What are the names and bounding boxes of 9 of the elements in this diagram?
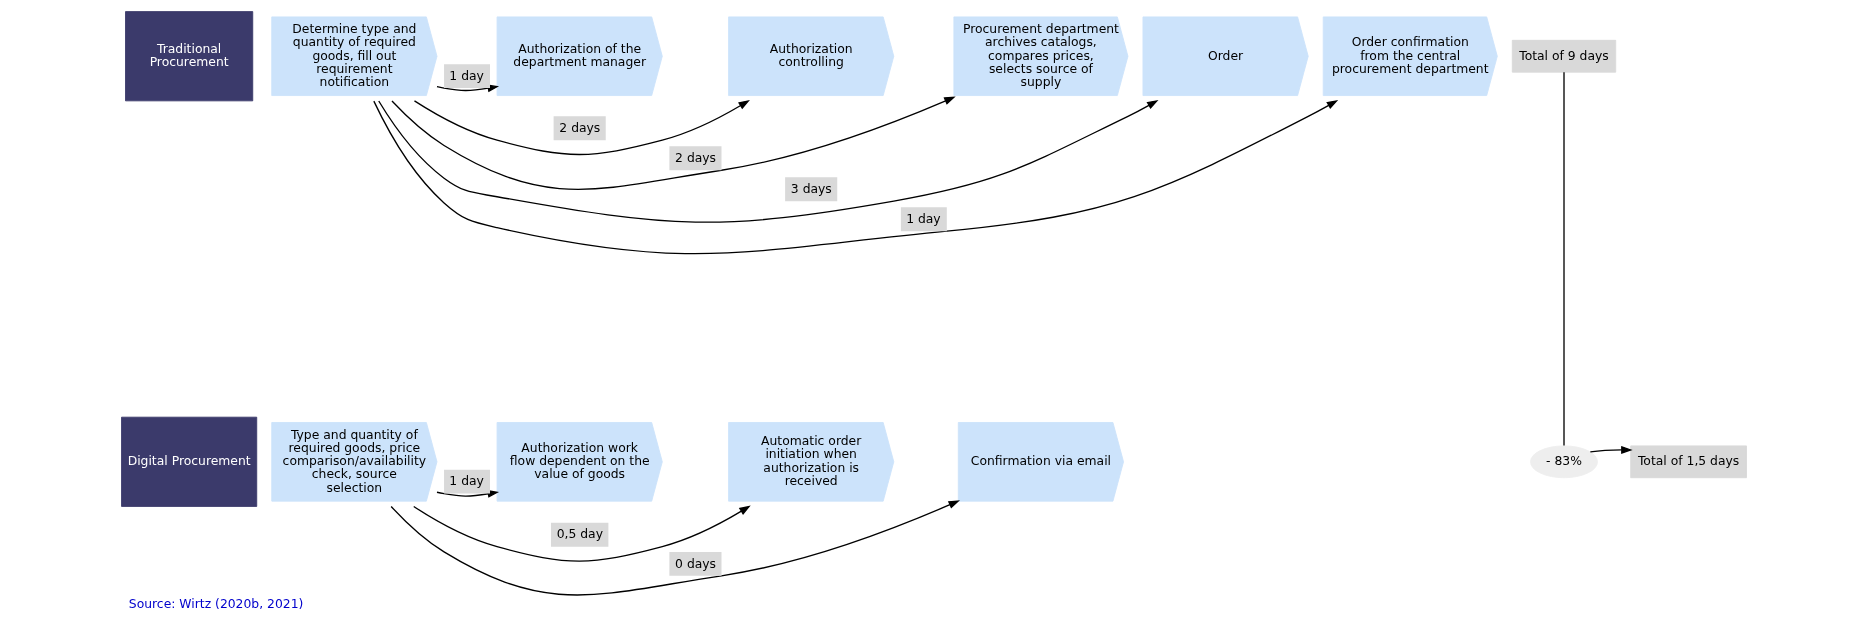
edge-label: 1 day (449, 474, 484, 489)
edge-label: 2 days (559, 120, 601, 135)
edge-label: 0,5 day (556, 527, 604, 542)
edge-label: 0 days (675, 556, 717, 571)
edge-label: 1 day (906, 211, 941, 226)
edge-label: 3 days (790, 181, 832, 196)
edge-label: 1 day (449, 68, 484, 83)
caption: Source: Wirtz (2020b, 2021) (128, 597, 304, 612)
edge-label: 2 days (675, 151, 717, 165)
